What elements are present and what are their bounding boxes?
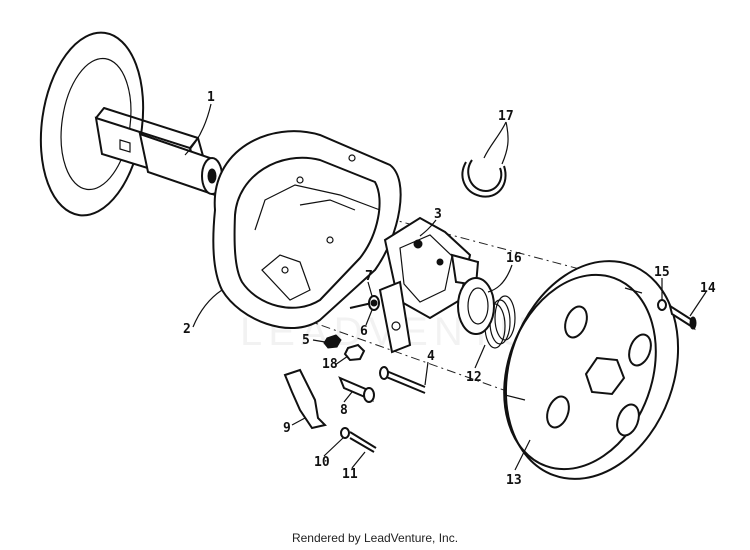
callout-14: 14 (700, 281, 716, 296)
part-13-clutch-cover (503, 260, 680, 480)
footer-credit: Rendered by LeadVenture, Inc. (291, 531, 459, 545)
callout-5: 5 (302, 333, 310, 348)
callout-15: 15 (654, 265, 670, 280)
callout-10: 10 (314, 455, 330, 470)
callout-2: 2 (183, 322, 191, 337)
part-15-washer (657, 299, 667, 311)
callout-7: 7 (365, 269, 373, 284)
part-9-bracket (283, 368, 327, 430)
callout-18: 18 (322, 357, 338, 372)
part-8-pin (338, 376, 375, 403)
part-11-bolt (349, 431, 377, 453)
callout-12: 12 (466, 370, 482, 385)
callout-3: 3 (434, 207, 442, 222)
callout-6: 6 (360, 324, 368, 339)
callout-1: 1 (207, 90, 215, 105)
part-2-clutch-drum (212, 130, 402, 329)
part-10-washer (340, 427, 350, 439)
part-18-nut (343, 343, 366, 362)
callout-8: 8 (340, 403, 348, 418)
part-16-bushing (457, 277, 495, 335)
part-14-bolt (668, 303, 697, 331)
callout-labels: 1 2 3 4 5 6 7 8 9 10 11 12 13 14 15 16 1… (183, 90, 716, 488)
part-1-drive-sheave-shaft (39, 31, 223, 217)
assembly-axis-line (129, 149, 641, 286)
callout-16: 16 (506, 251, 522, 266)
part-17-snap-ring (461, 159, 507, 198)
callout-13: 13 (506, 473, 522, 488)
callout-9: 9 (283, 421, 291, 436)
part-5-nut (323, 334, 342, 349)
callout-4: 4 (427, 349, 435, 364)
leader-lines (184, 103, 707, 471)
part-3-clutch-weight-assembly (378, 216, 480, 354)
callout-11: 11 (342, 467, 358, 482)
part-7-washer (370, 299, 378, 307)
callout-17: 17 (498, 109, 514, 124)
part-4-bolt (379, 366, 426, 394)
